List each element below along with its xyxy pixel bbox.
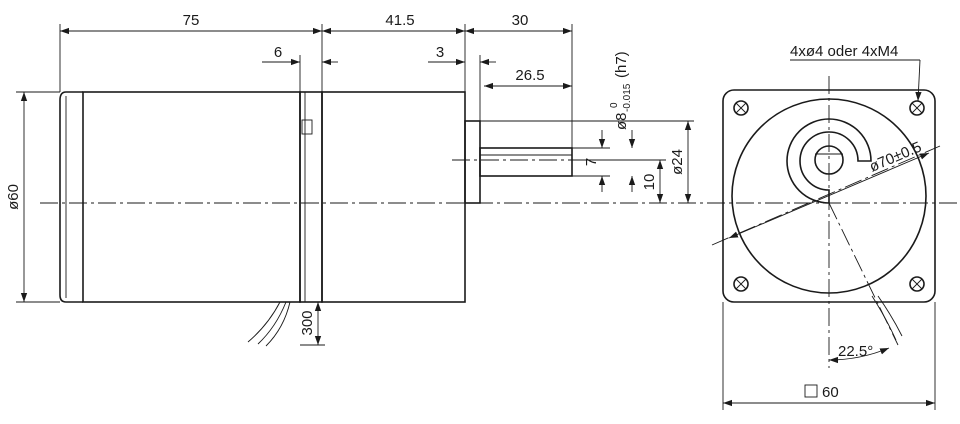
square-flange (722, 89, 936, 303)
gear-boss (786, 118, 872, 204)
side-dimensions: 75 41.5 30 6 3 26.5 ø60 7 ø8 0 (5, 12, 694, 346)
svg-text:0: 0 (609, 102, 620, 108)
side-view (40, 91, 960, 347)
dim-26-5: 26.5 (515, 67, 544, 84)
mounting-hole-br (909, 276, 925, 292)
flange-tab (301, 119, 313, 135)
dim-o60: ø60 (5, 184, 22, 210)
motor-body (82, 91, 301, 303)
cable-front (871, 295, 897, 341)
dim-7: 7 (583, 158, 600, 166)
svg-text:(h7): (h7) (613, 51, 630, 78)
output-shaft (479, 147, 573, 177)
svg-text:-0.015: -0.015 (622, 83, 633, 112)
dim-shaft-diameter: ø8 0 -0.015 (h7) (609, 51, 633, 130)
dim-bolt-circle: ø70±0.5 (867, 139, 924, 176)
dim-30: 30 (512, 12, 529, 29)
cable-1 (247, 301, 281, 343)
pilot-boss (464, 120, 481, 204)
holes-callout: 4xø4 oder 4xM4 (790, 43, 898, 60)
gearbox-body (321, 91, 466, 303)
dim-10: 10 (641, 174, 658, 191)
dim-o24: ø24 (669, 149, 686, 175)
mounting-hole-bl (733, 276, 749, 292)
mounting-hole-tl (733, 100, 749, 116)
front-view (711, 76, 941, 368)
dim-75: 75 (183, 12, 200, 29)
motor-flange (299, 91, 323, 303)
dim-angle: 22.5° (838, 343, 873, 360)
dim-3: 3 (436, 44, 444, 61)
square-symbol-icon (804, 384, 818, 398)
dim-square-60: 60 (822, 384, 839, 401)
dim-6: 6 (274, 44, 282, 61)
rear-end-cap (59, 91, 83, 303)
dim-300: 300 (299, 310, 316, 335)
dim-41-5: 41.5 (385, 12, 414, 29)
mounting-hole-tr (909, 100, 925, 116)
